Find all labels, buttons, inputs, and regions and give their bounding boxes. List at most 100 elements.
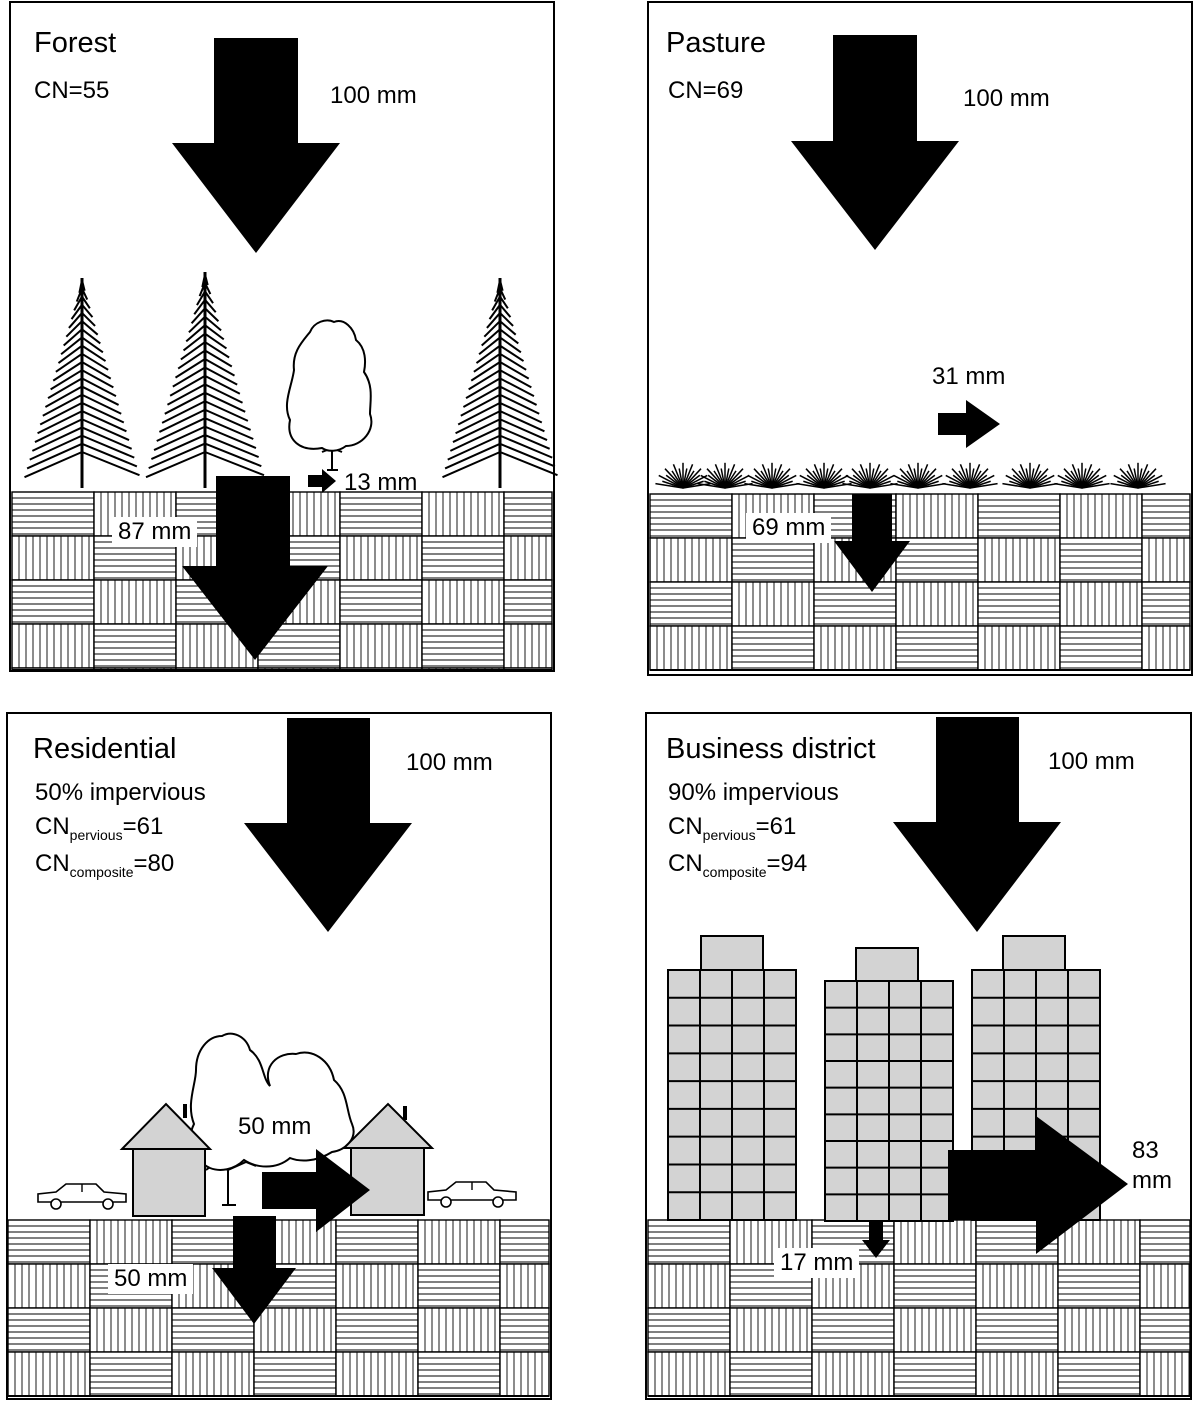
infiltration-label: 69 mm: [746, 513, 832, 543]
infiltration-label: 17 mm: [774, 1248, 860, 1278]
panel-pasture: Pasture CN=69 100 mm 31 mm 69 mm: [0, 0, 1197, 690]
residential-illustration: [7, 718, 550, 1397]
curve-number-pervious: CNpervious=61: [668, 813, 797, 843]
runoff-label: 31 mm: [932, 363, 1006, 390]
soil-cell: [335, 1263, 419, 1309]
soil-cell: [895, 493, 979, 539]
soil-cell: [893, 1351, 977, 1397]
soil-cell: [417, 1219, 501, 1265]
soil-cell: [731, 537, 815, 583]
panel-frame: [9, 1, 555, 672]
panel-title: Pasture: [666, 27, 766, 59]
runoff-arrow: [938, 400, 1000, 448]
soil-cell: [417, 1307, 501, 1353]
grass-tuft-icon: [942, 462, 998, 489]
grass-tuft-icon: [1054, 462, 1110, 489]
soil-cell: [93, 579, 177, 625]
impervious-percent: 90% impervious: [668, 779, 839, 806]
rain-arrow: [893, 717, 1061, 932]
soil-cell: [813, 625, 897, 671]
soil-layer: [649, 493, 1191, 671]
soil-cell: [503, 579, 553, 625]
soil-cell: [253, 1351, 337, 1397]
soil-cell: [1141, 581, 1191, 627]
deciduous-tree-icon: [189, 1032, 355, 1206]
soil-cell: [11, 579, 95, 625]
soil-cell: [11, 491, 95, 537]
runoff-label: 50 mm: [238, 1113, 312, 1140]
runoff-label: 83 mm: [1132, 1137, 1172, 1194]
soil-cell: [893, 1219, 977, 1265]
house-icon: [119, 1102, 213, 1217]
panel-frame: [647, 1, 1193, 676]
forest-illustration: [11, 38, 558, 671]
soil-cell: [339, 579, 423, 625]
grass-tuft-icon: [796, 462, 852, 489]
soil-cell: [1139, 1219, 1191, 1265]
grass-tuft-icon: [1110, 462, 1166, 489]
rain-label: 100 mm: [330, 82, 417, 109]
soil-cell: [647, 1307, 731, 1353]
soil-cell: [729, 1219, 813, 1265]
infiltration-arrow: [862, 1222, 890, 1258]
deciduous-tree-icon: [285, 319, 373, 471]
rain-arrow: [244, 718, 412, 932]
soil-cell: [811, 1307, 895, 1353]
curve-number-composite: CNcomposite=80: [35, 850, 175, 880]
grass-tuft-icon: [655, 462, 1166, 489]
soil-cell: [1141, 625, 1191, 671]
grass-tuft-icon: [744, 462, 800, 489]
soil-cell: [811, 1351, 895, 1397]
soil-cell: [171, 1307, 255, 1353]
infiltration-label: 87 mm: [112, 517, 198, 547]
soil-cell: [89, 1351, 173, 1397]
curve-number: CN=69: [668, 77, 744, 104]
soil-cell: [11, 623, 95, 669]
soil-cell: [977, 625, 1061, 671]
panel-title: Business district: [666, 733, 876, 765]
soil-cell: [977, 537, 1061, 583]
soil-cell: [339, 535, 423, 581]
rain-arrow: [172, 38, 340, 253]
soil-cell: [1057, 1351, 1141, 1397]
car-icon: [427, 1181, 517, 1208]
soil-cell: [417, 1263, 501, 1309]
rain-label: 100 mm: [963, 85, 1050, 112]
soil-cell: [339, 491, 423, 537]
runoff-arrow: [262, 1149, 370, 1232]
soil-cell: [1059, 537, 1143, 583]
rain-arrow: [791, 35, 959, 250]
panel-frame: [645, 712, 1192, 1400]
runoff-arrow: [308, 469, 336, 493]
panel-residential: Residential 50% impervious CNpervious=61…: [6, 712, 552, 1400]
soil-cell: [731, 581, 815, 627]
soil-layer: [7, 1219, 550, 1397]
curve-number-composite: CNcomposite=94: [668, 850, 808, 880]
rain-label: 100 mm: [406, 749, 493, 776]
soil-cell: [1141, 537, 1191, 583]
soil-cell: [977, 581, 1061, 627]
curve-number-pervious: CNpervious=61: [35, 813, 164, 843]
soil-cell: [335, 1307, 419, 1353]
soil-cell: [1059, 493, 1143, 539]
house-icon: [341, 1102, 435, 1216]
soil-cell: [647, 1263, 731, 1309]
soil-cell: [7, 1263, 91, 1309]
car-icon: [37, 1183, 127, 1210]
panel-frame: [6, 712, 552, 1400]
soil-cell: [503, 623, 553, 669]
soil-cell: [253, 1307, 337, 1353]
impervious-percent: 50% impervious: [35, 779, 206, 806]
soil-cell: [1141, 493, 1191, 539]
soil-cell: [89, 1307, 173, 1353]
panel-title: Forest: [34, 27, 117, 59]
soil-cell: [417, 1351, 501, 1397]
soil-cell: [421, 535, 505, 581]
infiltration-arrow: [182, 476, 328, 660]
grass-tuft-icon: [842, 462, 898, 489]
runoff-label: 13 mm: [344, 469, 418, 496]
soil-cell: [7, 1219, 91, 1265]
soil-cell: [649, 625, 733, 671]
